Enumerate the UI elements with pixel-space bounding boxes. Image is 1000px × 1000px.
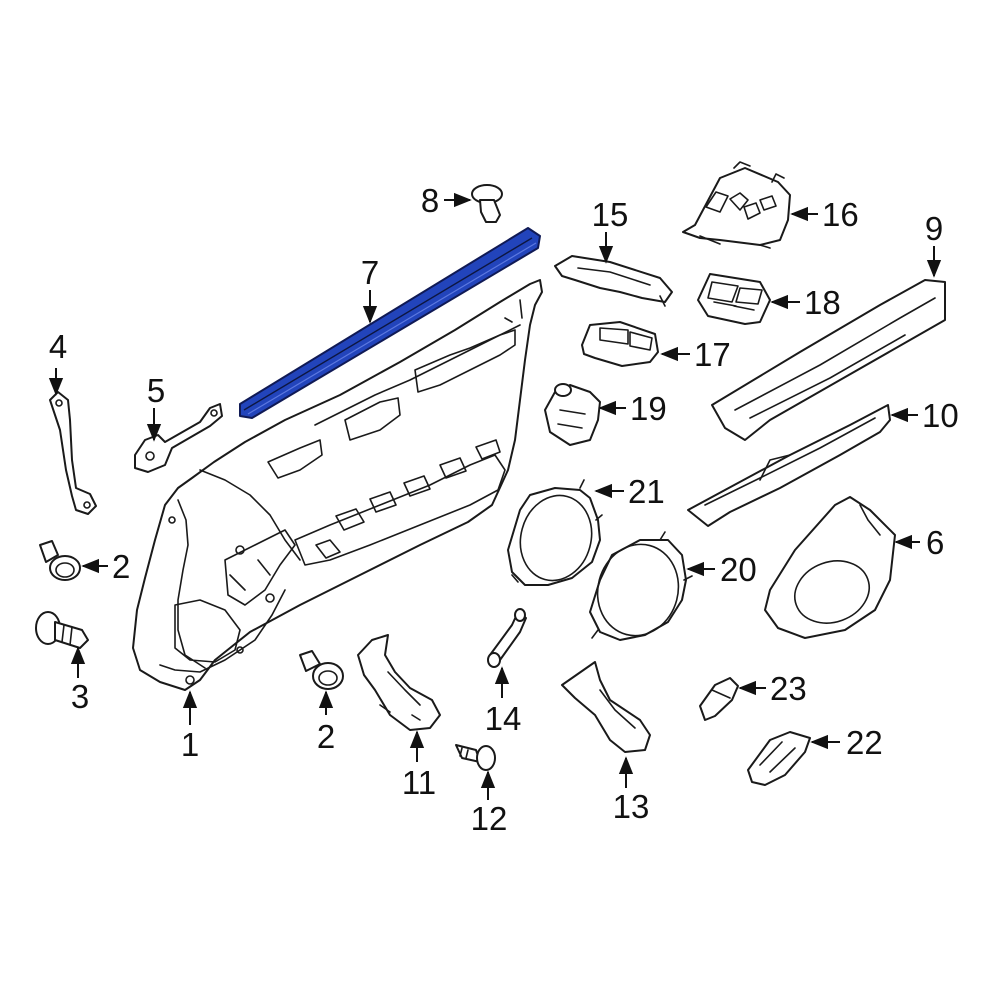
leader-lines: [48, 192, 942, 800]
part-2-clip-left[interactable]: [39, 540, 81, 581]
part-17-switch-assembly[interactable]: [581, 321, 659, 367]
callout-1[interactable]: 1: [181, 726, 199, 763]
part-21-speaker[interactable]: [507, 479, 603, 589]
callout-21[interactable]: 21: [628, 473, 665, 510]
callout-2-left[interactable]: 2: [112, 548, 130, 585]
callout-labels: 1 2 2 3 4 5 6 7 8 9 10 11 12 13 14 15 16…: [49, 182, 959, 837]
part-15-switch-bracket[interactable]: [554, 255, 673, 307]
callout-17[interactable]: 17: [694, 336, 731, 373]
part-23-bulb[interactable]: [699, 677, 739, 721]
part-4-bracket[interactable]: [49, 391, 97, 515]
callout-4[interactable]: 4: [49, 328, 67, 365]
callout-20[interactable]: 20: [720, 551, 757, 588]
part-10-armrest-lower[interactable]: [687, 404, 891, 527]
part-19-mirror-switch[interactable]: [544, 383, 601, 446]
callout-10[interactable]: 10: [922, 397, 959, 434]
callout-16[interactable]: 16: [822, 196, 859, 233]
part-3-screw[interactable]: [35, 611, 89, 649]
callout-18[interactable]: 18: [804, 284, 841, 321]
callout-3[interactable]: 3: [71, 678, 89, 715]
callout-19[interactable]: 19: [630, 390, 667, 427]
part-8-clip[interactable]: [471, 184, 503, 223]
callout-15[interactable]: 15: [592, 196, 629, 233]
callout-23[interactable]: 23: [770, 670, 807, 707]
callout-9[interactable]: 9: [925, 210, 943, 247]
callout-2-center[interactable]: 2: [317, 718, 335, 755]
part-9-armrest-upper[interactable]: [711, 279, 946, 441]
callout-11[interactable]: 11: [402, 764, 436, 801]
callout-7[interactable]: 7: [361, 254, 379, 291]
part-16-switch-bezel[interactable]: [682, 161, 791, 249]
part-1-door-trim-panel[interactable]: [132, 279, 543, 691]
part-18-window-switch[interactable]: [697, 273, 771, 325]
part-11-bracket[interactable]: [357, 634, 441, 731]
callout-5[interactable]: 5: [147, 372, 165, 409]
part-6-speaker-grille[interactable]: [764, 496, 896, 639]
callout-8[interactable]: 8: [421, 182, 439, 219]
part-14-pull-bar[interactable]: [487, 608, 527, 668]
part-7-belt-molding[interactable]: [239, 227, 541, 419]
callout-12[interactable]: 12: [471, 800, 508, 837]
callout-22[interactable]: 22: [846, 724, 883, 761]
part-12-screw[interactable]: [455, 744, 496, 771]
part-2-clip-center[interactable]: [299, 650, 344, 690]
callout-14[interactable]: 14: [485, 700, 522, 737]
callout-13[interactable]: 13: [613, 788, 650, 825]
part-13-trim-bracket[interactable]: [561, 661, 651, 753]
callout-6[interactable]: 6: [926, 524, 944, 561]
part-22-lamp[interactable]: [747, 731, 811, 786]
part-5-bracket[interactable]: [134, 403, 223, 473]
part-20-speaker[interactable]: [587, 531, 693, 645]
